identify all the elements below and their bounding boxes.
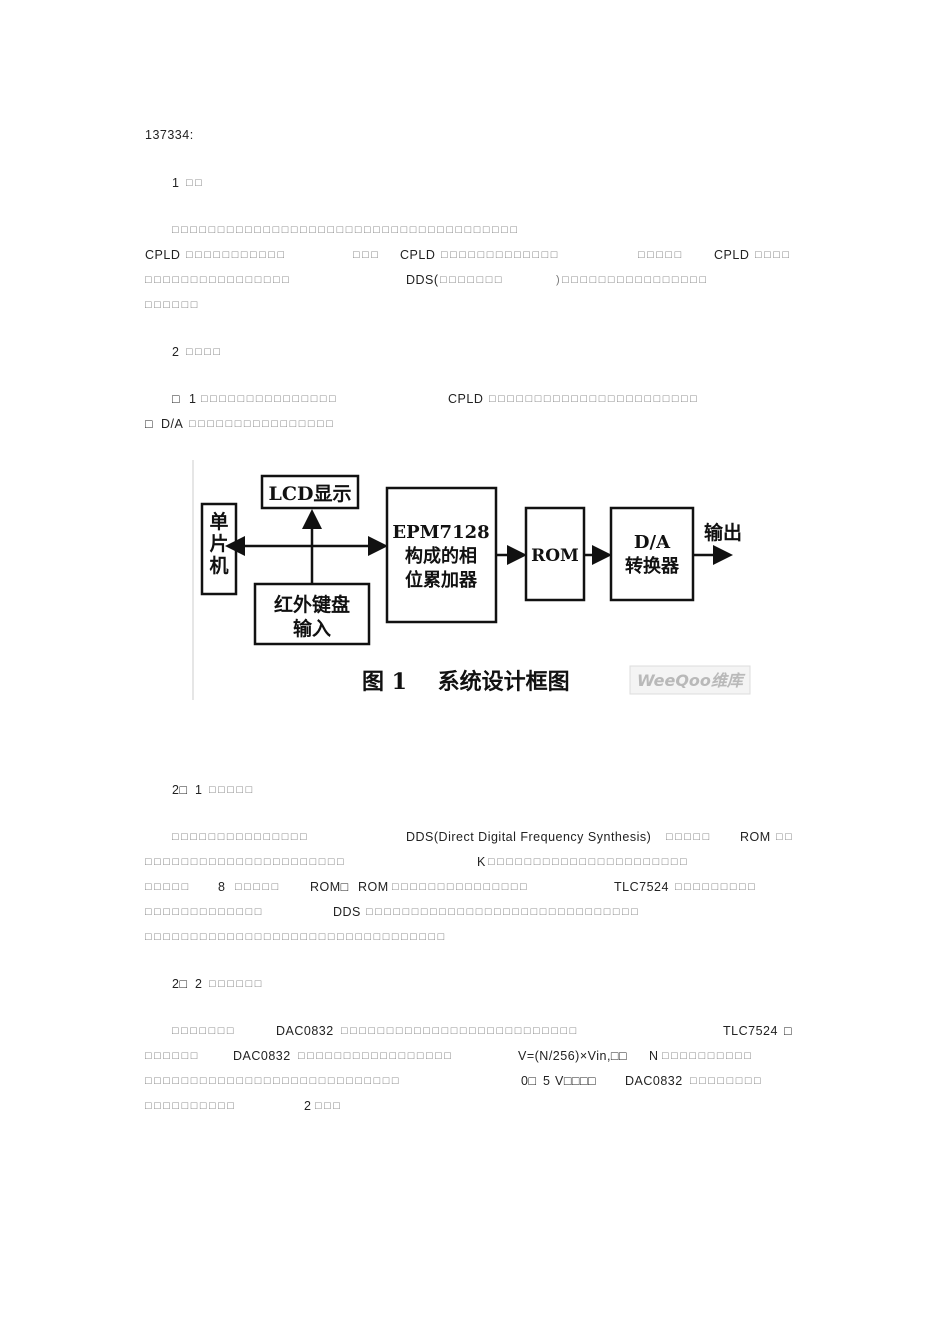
watermark-box: [629, 665, 751, 695]
text-run: DDS(: [406, 273, 439, 287]
text-run: □: [784, 1024, 793, 1038]
text-run: □□□□□□□□: [690, 1075, 764, 1087]
text-run: TLC7524: [614, 880, 669, 894]
text-run: □□□□□□□□□□□□□□□□: [189, 418, 336, 430]
text-run: □□□□□□□□□□□□□□□□□□□□□□: [488, 856, 690, 868]
text-run: 2: [172, 345, 180, 359]
text-run: □□□□: [755, 249, 792, 261]
da-converter-block: [609, 506, 695, 602]
text-run: □□□□□□□□□□□□□□□: [201, 393, 339, 405]
text-run: □□□□□□□□□□□□□□□□□□□□□□□: [489, 393, 700, 405]
text-run: 0□: [521, 1074, 537, 1088]
text-run: □□□: [353, 249, 381, 261]
text-run: □□□□□□□□□□□□□: [441, 249, 560, 261]
text-run: □□□□□: [235, 881, 281, 893]
text-run: □: [172, 392, 181, 406]
output-label: 输出: [704, 521, 742, 544]
lcd-label: LCD显示: [269, 483, 352, 505]
text-run: N: [649, 1049, 659, 1063]
text-run: ROM: [740, 830, 771, 844]
text-run: □□□□□□□□□□: [145, 1100, 237, 1112]
text-run: □□□□□□□□□□□□□□□□: [145, 274, 292, 286]
figure-caption: 图 1 系统设计框图: [362, 669, 570, 695]
text-run: □□□□□□: [209, 978, 264, 990]
text-run: 2□: [172, 783, 188, 797]
text-run: □□□□□□□□□□□□□□□□□□□□□□□□□□□□□□□□□□□□□□: [172, 224, 520, 236]
text-run: 5: [543, 1074, 551, 1088]
text-run: □□□□□□□: [172, 1025, 237, 1037]
text-run: □□: [776, 831, 795, 843]
text-run: DAC0832: [625, 1074, 683, 1088]
text-run: □□□□□: [145, 881, 191, 893]
text-run: □□□□□□□□□□□□□□□□□□□□□□□□□□□□□□□□□: [145, 931, 447, 943]
text-run: □□□□□□□□□□: [662, 1050, 754, 1062]
text-run: □□□□□□□□□□□□□□□□□□□□□□□□□□□□: [145, 1075, 402, 1087]
text-run: 2: [195, 977, 203, 991]
text-run: CPLD: [448, 392, 484, 406]
text-run: □□□: [315, 1100, 343, 1112]
text-run: DAC0832: [233, 1049, 291, 1063]
text-run: □□: [186, 177, 205, 189]
epm7128-block: [385, 486, 498, 624]
watermark-logo: WeeQoo维库: [637, 671, 746, 690]
rom-label: ROM: [531, 546, 579, 566]
text-run: ROM: [358, 880, 389, 894]
text-run: □□□□□□□□□□□□□□□□□□□□□□□□□□: [341, 1025, 579, 1037]
text-run: □□□□□□□□□□□□□□□□□□□□□□□□□□□□□□: [366, 906, 641, 918]
text-run: □□□□□□: [145, 1050, 200, 1062]
text-run: □: [145, 417, 154, 431]
text-run: □□□□□□□□□□□□□□□□□: [298, 1050, 454, 1062]
keyboard-label: 红外键盘输入: [274, 593, 350, 640]
text-run: V=(N/256)×Vin,□□: [518, 1049, 628, 1063]
text-run: 1: [172, 176, 180, 190]
text-run: ROM□: [310, 880, 349, 894]
text-run: 2: [304, 1099, 312, 1113]
text-run: □□□□□□□□□□□□□: [145, 906, 264, 918]
text-run: )□□□□□□□□□□□□□□□□: [556, 274, 709, 286]
text-run: □□□□□□□□□□□□□□□□□□□□□□: [145, 856, 347, 868]
text-run: □□□□: [186, 346, 223, 358]
text-run: □□□□□□□□□□□□□□□: [392, 881, 530, 893]
text-run: CPLD: [714, 248, 750, 262]
text-run: □□□□□□: [145, 299, 200, 311]
text-run: TLC7524: [723, 1024, 778, 1038]
text-run: K: [477, 855, 486, 869]
text-run: □□□□□□□: [440, 274, 505, 286]
text-run: DDS(Direct Digital Frequency Synthesis): [406, 830, 652, 844]
text-run: 1: [195, 783, 203, 797]
lcd-block: [260, 474, 360, 510]
text-run: □□□□□□□□□: [675, 881, 758, 893]
text-run: □□□□□: [638, 249, 684, 261]
text-run: DDS: [333, 905, 361, 919]
text-run: CPLD: [400, 248, 436, 262]
text-run: □□□□□: [666, 831, 712, 843]
text-run: □□□□□□□□□□□□□□□: [172, 831, 310, 843]
mcu-label: 单片机: [209, 510, 228, 577]
text-run: 8: [218, 880, 226, 894]
text-run: CPLD: [145, 248, 181, 262]
text-run: 1: [189, 392, 197, 406]
text-run: V□□□□: [555, 1074, 597, 1088]
text-run: 137334:: [145, 128, 194, 142]
text-run: D/A: [161, 417, 184, 431]
text-run: DAC0832: [276, 1024, 334, 1038]
text-run: □□□□□: [209, 784, 255, 796]
text-run: 2□: [172, 977, 188, 991]
keyboard-block: [253, 582, 371, 646]
text-run: □□□□□□□□□□□: [186, 249, 287, 261]
